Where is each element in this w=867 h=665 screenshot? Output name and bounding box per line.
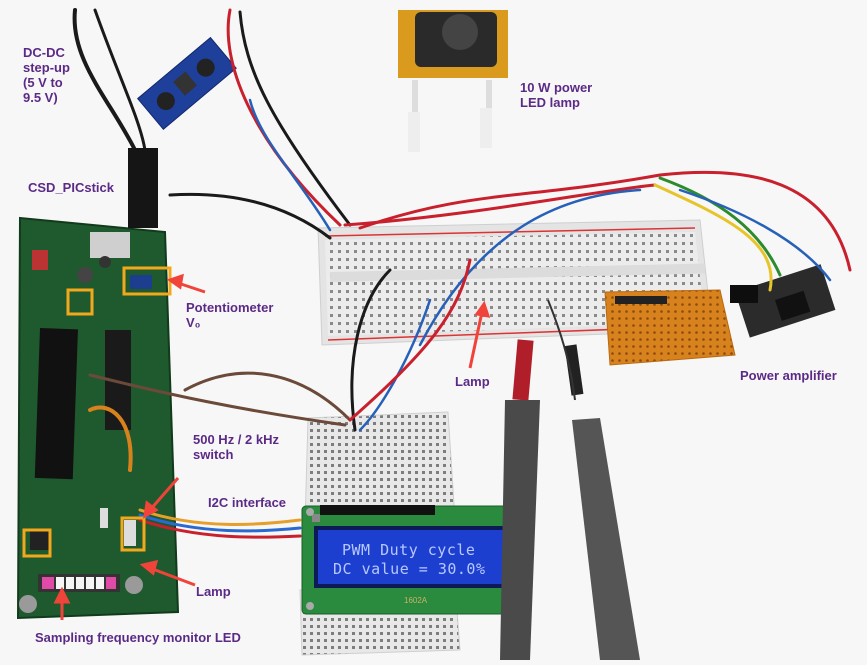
label-dcdc-step-up: DC-DC step-up (5 V to 9.5 V)	[23, 45, 70, 105]
label-picstick: CSD_PICstick	[28, 180, 114, 195]
arrow-potentiometer	[166, 273, 206, 294]
label-led-lamp: 10 W power LED lamp	[520, 80, 593, 110]
lcd-model-code: 1602A	[404, 596, 428, 605]
label-potentiometer: Potentiometer V₀	[186, 300, 274, 330]
label-i2c-interface: I2C interface	[208, 495, 287, 510]
arrow-lamp-board	[139, 559, 196, 587]
annotation-arrows	[53, 273, 491, 620]
dcdc-module	[136, 36, 237, 130]
wiring	[72, 8, 852, 539]
led-lamp	[398, 10, 508, 152]
lcd-line-2: DC value = 30.0%	[333, 560, 486, 578]
picstick-board	[16, 216, 180, 620]
lcd-module	[301, 505, 523, 615]
arrow-sampling-led	[53, 586, 71, 620]
power-amplifier-board	[604, 264, 836, 366]
label-lamp-board: Lamp	[196, 584, 231, 599]
arrow-switch	[143, 477, 180, 519]
arrow-lamp-breadboard	[468, 300, 491, 369]
label-power-amplifier: Power amplifier	[740, 368, 837, 383]
highlight-box-button-top	[66, 288, 94, 316]
highlight-box-button-bottom	[22, 528, 52, 558]
highlight-boxes	[22, 266, 172, 558]
lcd-line-1: PWM Duty cycle	[342, 541, 476, 559]
label-lamp-breadboard: Lamp	[455, 374, 490, 389]
label-sampling-led: Sampling frequency monitor LED	[35, 630, 241, 645]
highlight-box-switch	[120, 516, 146, 552]
label-switch: 500 Hz / 2 kHz switch	[193, 432, 279, 462]
oscilloscope-probes	[500, 299, 640, 660]
